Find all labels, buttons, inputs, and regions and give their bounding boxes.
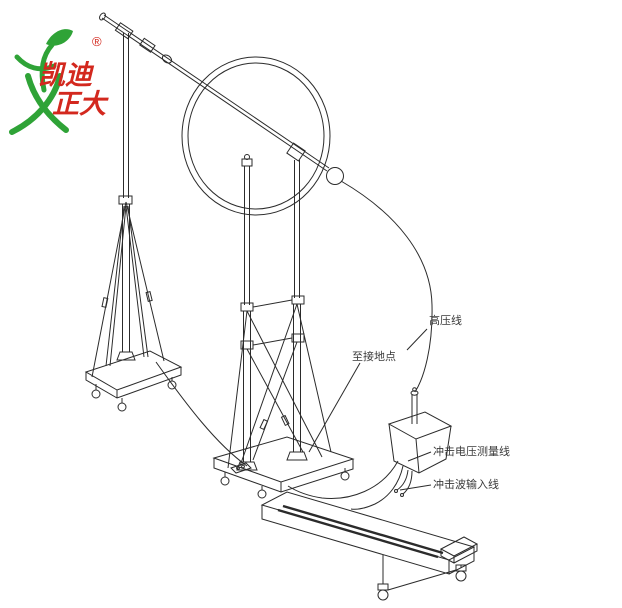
left-base-top: [84, 350, 183, 391]
wire-lug: [394, 489, 398, 493]
bushing: [411, 394, 418, 424]
label-impulse-voltage-measuring-line: 冲击电压测量线: [433, 444, 510, 458]
mast-cap: [241, 158, 253, 167]
mast-foot: [236, 461, 258, 471]
left-stand-legs: [105, 205, 149, 367]
left-mast-lower: [122, 204, 130, 352]
label-high-voltage-line: 高压线: [429, 313, 462, 327]
ring-coil: [181, 56, 331, 216]
diagram-labels: 高压线 至接地点 冲击电压测量线 冲击波输入线: [352, 313, 510, 491]
rod-clamp-right: [286, 142, 306, 162]
axle-line: [387, 569, 457, 591]
turnbuckle: [101, 297, 109, 308]
leader-ground-point: [308, 362, 361, 453]
leader-input-line: [399, 484, 432, 491]
ball-electrode: [326, 167, 344, 185]
rail-conductor: [277, 508, 439, 559]
left-tripod-stand: [84, 33, 183, 412]
wheel: [257, 489, 267, 499]
box-rim: [387, 411, 453, 440]
label-to-ground-point: 至接地点: [352, 350, 396, 363]
mast-collar: [291, 295, 305, 305]
left-guy-wires: [91, 201, 165, 378]
left-base-side: [85, 367, 182, 399]
capacitor-box: [387, 387, 453, 474]
turnbuckle: [145, 291, 153, 302]
axle-block: [377, 583, 389, 591]
mast-foot: [286, 451, 308, 461]
measuring-wire: [287, 460, 399, 499]
rod-clamp-left: [114, 22, 134, 40]
rod-fitting-small: [161, 54, 173, 64]
bushing-top: [410, 390, 419, 396]
wheel: [117, 402, 127, 412]
mast-braces: [252, 299, 293, 346]
left-mast-foot: [116, 351, 136, 361]
wheel-stems: [95, 377, 173, 403]
leader-measuring-line: [407, 451, 432, 462]
brand-logo: ® 凯迪 正大: [9, 29, 109, 135]
wheel-stems: [224, 468, 346, 490]
brand-line2: 正大: [52, 89, 109, 119]
base-panel: [230, 462, 252, 474]
panel-knob: [236, 466, 240, 470]
rail-conductor: [282, 504, 444, 555]
right-guy-wires: [227, 303, 332, 469]
high-voltage-wire: [340, 180, 433, 393]
right-base-side: [213, 458, 354, 493]
line-drawing: [84, 12, 479, 601]
diagonal-rod: [99, 12, 344, 185]
input-wire: [350, 465, 404, 510]
wheel: [455, 570, 467, 582]
ground-wire: [155, 361, 248, 467]
box-front-edge: [415, 438, 420, 474]
right-mast2-upper: [294, 160, 300, 298]
turnbuckle: [280, 414, 290, 427]
rail-track: [260, 491, 479, 601]
mast-collar: [240, 302, 254, 312]
left-mast-upper: [123, 33, 129, 198]
wiring: [155, 180, 433, 510]
wheel: [377, 589, 389, 601]
rail-side: [261, 505, 475, 575]
wire-lug: [400, 493, 404, 497]
right-stand: [212, 154, 355, 499]
rod-fitting: [139, 37, 156, 53]
rail-end-block: [439, 536, 479, 557]
right-mast1-upper: [244, 166, 250, 305]
brand-figure-icon: [9, 29, 73, 135]
wheel: [220, 476, 230, 486]
rail-end-block-side: [440, 544, 478, 564]
panel-knob: [241, 464, 245, 469]
rod-lines: [101, 14, 330, 172]
wire-tails: [396, 469, 413, 495]
label-impulse-wave-input-line: 冲击波输入线: [433, 477, 499, 491]
turnbuckle: [259, 418, 269, 431]
ring-inner: [187, 62, 325, 210]
brand-line1: 凯迪: [38, 60, 95, 90]
ring-outer: [181, 56, 331, 216]
wheel: [91, 389, 101, 399]
leader-lines: [308, 328, 432, 491]
leader-high-voltage: [406, 328, 428, 351]
wheel: [340, 471, 350, 481]
registered-mark: ®: [92, 34, 102, 49]
rod-end-cap: [99, 12, 106, 21]
right-mast2-lower: [293, 304, 301, 452]
wheel: [167, 380, 177, 390]
